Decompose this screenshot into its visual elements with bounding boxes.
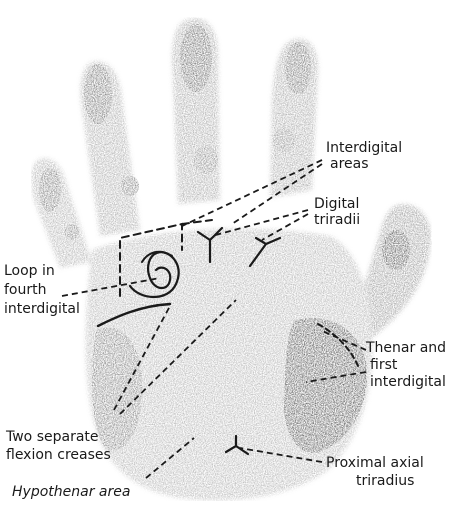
label-flexion-creases: Two separate flexion creases xyxy=(6,428,111,464)
label-hypothenar-line1: Hypothenar area xyxy=(12,484,130,500)
label-flexion-line1: Two separate xyxy=(6,428,111,446)
interdigital-box-right xyxy=(182,220,212,224)
label-proximal-axial-triradius: Proximal axial triradius xyxy=(326,454,424,490)
label-interdigital-areas: Interdigital areas xyxy=(326,140,402,172)
label-loop-line2: fourth xyxy=(4,281,80,300)
ring-finger-joint xyxy=(121,176,139,196)
label-proximal-line2: triradius xyxy=(326,472,424,490)
label-thenar-line3: interdigital xyxy=(366,374,446,391)
index-finger-joint xyxy=(273,128,295,152)
label-thenar: Thenar and first interdigital xyxy=(366,340,446,391)
index-fingertip-pad xyxy=(285,42,311,94)
label-interdigital-line1: Interdigital xyxy=(326,140,402,156)
label-flexion-line2: flexion creases xyxy=(6,446,111,464)
ring-fingertip-pad xyxy=(84,64,112,124)
label-triradii-line1: Digital xyxy=(314,196,360,212)
little-finger-joint xyxy=(65,224,79,240)
label-digital-triradii: Digital triradii xyxy=(314,196,360,228)
label-interdigital-line2: areas xyxy=(326,156,402,172)
little-fingertip-pad xyxy=(39,168,61,212)
label-hypothenar-area: Hypothenar area xyxy=(12,484,130,500)
thumb-pad xyxy=(382,230,410,270)
little-finger-print xyxy=(31,158,92,268)
middle-fingertip-pad xyxy=(180,24,212,92)
middle-finger-joint xyxy=(194,146,218,174)
label-loop-fourth-interdigital: Loop in fourth interdigital xyxy=(4,262,80,319)
label-thenar-line2: first xyxy=(366,357,446,374)
label-thenar-line1: Thenar and xyxy=(366,340,446,357)
label-proximal-line1: Proximal axial xyxy=(326,454,424,472)
label-triradii-line2: triradii xyxy=(314,212,360,228)
label-loop-line3: interdigital xyxy=(4,300,80,319)
label-loop-line1: Loop in xyxy=(4,262,80,281)
